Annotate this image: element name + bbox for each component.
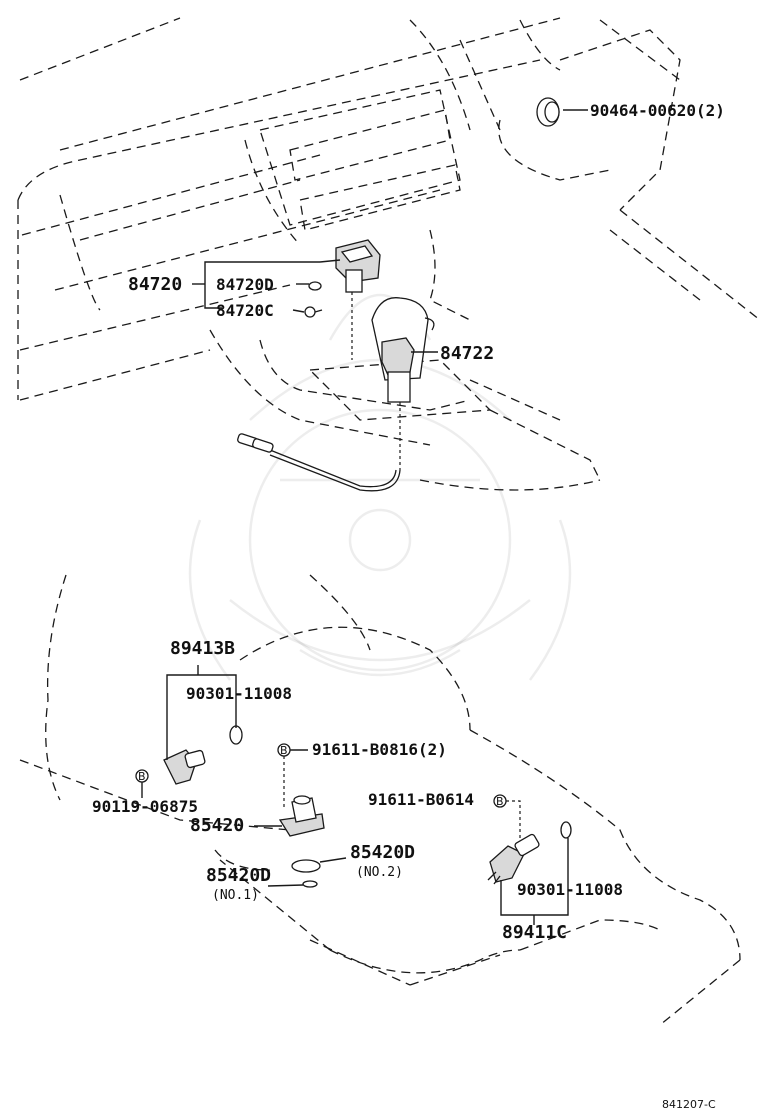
sensor-c-part — [487, 833, 540, 885]
svg-text:B: B — [280, 744, 288, 757]
gasket-no2-part — [291, 859, 321, 873]
oring-c-part — [560, 821, 572, 839]
grommet-part — [536, 97, 560, 127]
speed-sensor-part — [278, 795, 325, 837]
dashboard-outline — [17, 17, 760, 491]
gasket-no1-part — [302, 880, 318, 888]
harness-wire — [237, 433, 401, 492]
label-switch-d: 84720D — [216, 275, 274, 294]
label-oring-b: 90301-11008 — [186, 684, 292, 703]
label-speed-sensor: 85420 — [190, 815, 244, 836]
label-bolt-c: 91611-B0614 — [368, 790, 474, 809]
svg-text:B: B — [138, 770, 146, 783]
label-gasket-no2: 85420D — [350, 842, 415, 863]
label-oring-c: 90301-11008 — [517, 880, 623, 899]
note-gasket-no1: (NO.1) — [212, 888, 259, 903]
knob-switch-part — [371, 297, 435, 403]
svg-text:B: B — [496, 795, 504, 808]
figure-code: 841207-C — [662, 1098, 716, 1111]
label-switch-assy: 84720 — [128, 274, 182, 295]
switch-d-part — [308, 281, 322, 291]
switch-c-part — [304, 306, 323, 318]
label-gasket-no1: 85420D — [206, 865, 271, 886]
bolt-c-symbol: B — [493, 794, 507, 808]
label-switch-c: 84720C — [216, 301, 274, 320]
switch-assembly-part — [335, 239, 381, 293]
label-sensor-c: 89411C — [502, 922, 567, 943]
note-gasket-no2: (NO.2) — [356, 865, 403, 880]
bolt-mid-symbol: B — [277, 743, 291, 757]
label-knob-switch: 84722 — [440, 343, 494, 364]
label-bolt-b: 90119-06875 — [92, 797, 198, 816]
oring-b-part — [229, 725, 243, 745]
watermark-emblem — [188, 293, 572, 681]
sensor-b-part — [163, 749, 206, 785]
label-sensor-b: 89413B — [170, 638, 235, 659]
label-bolt-mid: 91611-B0816(2) — [312, 740, 447, 759]
label-grommet: 90464-00620(2) — [590, 101, 725, 120]
bolt-b-symbol: B — [135, 769, 149, 783]
transmission-outline — [19, 574, 741, 1026]
